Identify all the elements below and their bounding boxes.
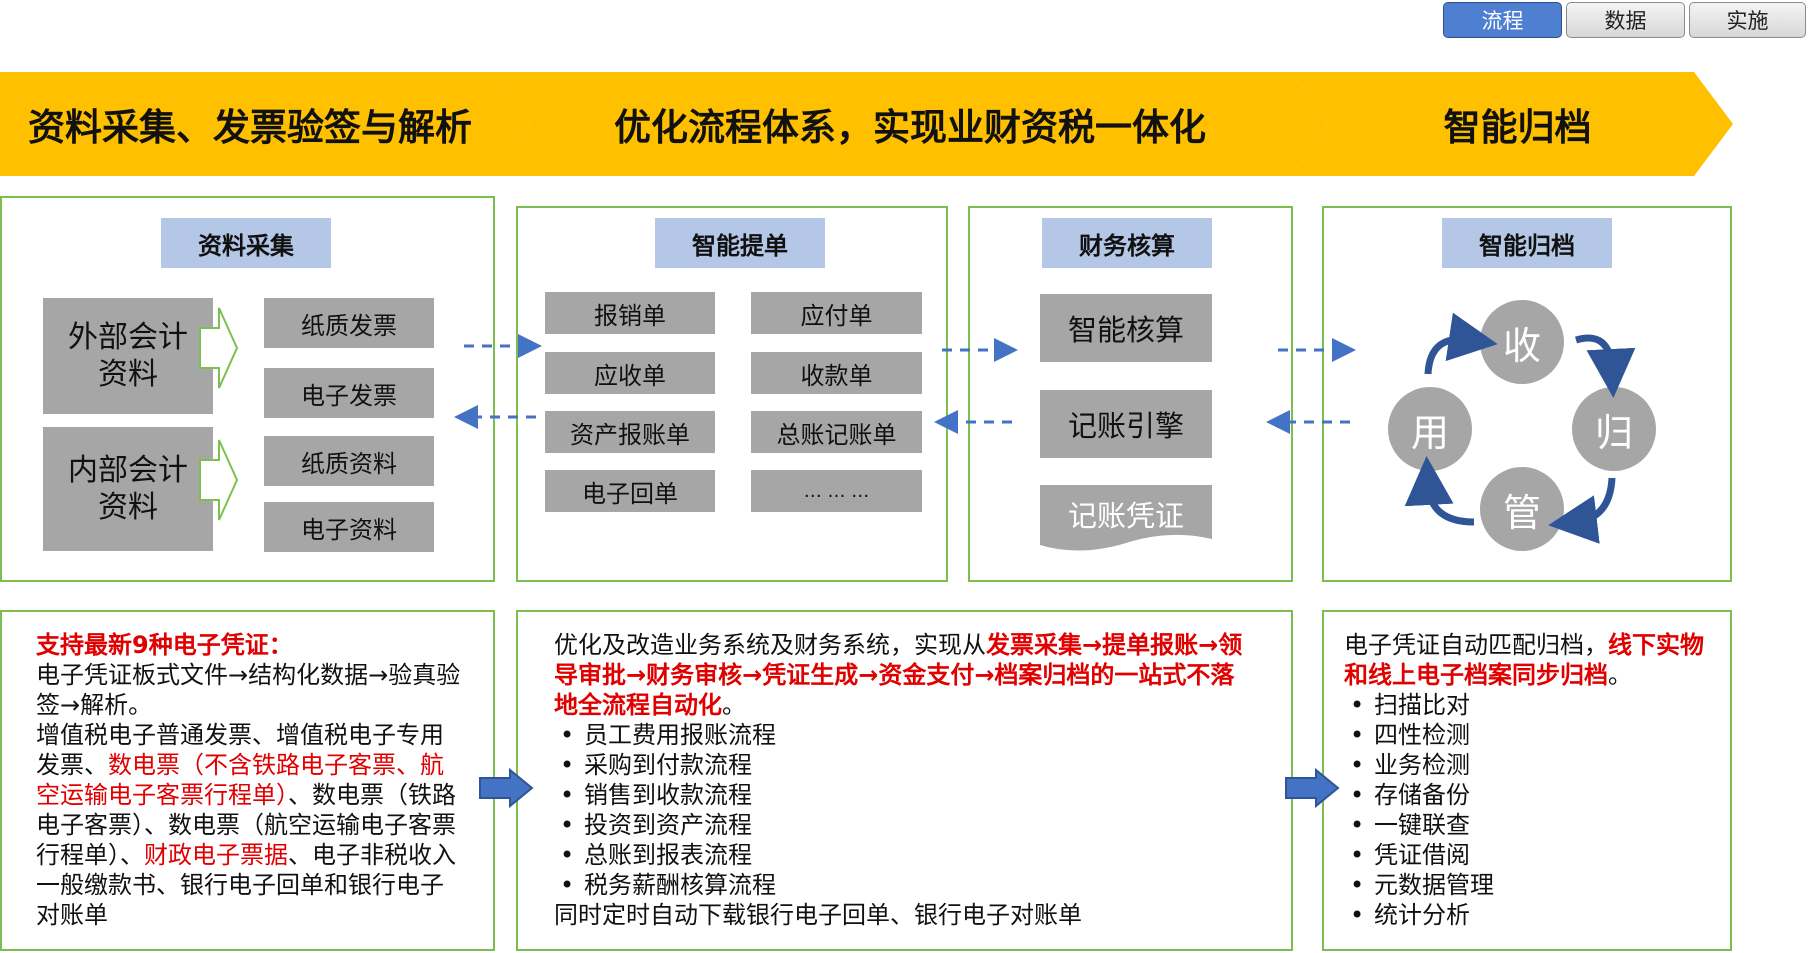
panel-title-data-collection: 资料采集 (161, 218, 331, 268)
item-receivable: 应收单 (545, 352, 715, 394)
curved-arrow-icon (1404, 456, 1475, 526)
desc-process-text: 优化及改造业务系统及财务系统，实现从发票采集→提单报账→领导审批→财务审核→凭证… (554, 630, 1254, 930)
list-item: 销售到收款流程 (554, 780, 1254, 810)
cycle-collect: 收 (1480, 300, 1564, 384)
panel-title-accounting: 财务核算 (1042, 218, 1212, 268)
desc-collection-text: 支持最新9种电子凭证： 电子凭证板式文件→结构化数据→验真验签→解析。 增值税电… (36, 630, 466, 930)
desc-archive-list: 扫描比对 四性检测 业务检测 存储备份 一键联查 凭证借阅 元数据管理 统计分析 (1344, 690, 1716, 930)
source-internal-records: 内部会计资料 (43, 427, 213, 551)
banner-stage-2: 优化流程体系，实现业财资税一体化 (614, 106, 1206, 149)
curved-arrow-icon (1575, 334, 1636, 398)
tab-implementation[interactable]: 实施 (1689, 2, 1806, 38)
item-electronic-document: 电子资料 (264, 502, 434, 552)
desc-collection-types: 增值税电子普通发票、增值税电子专用发票、数电票（不含铁路电子客票、航空运输电子客… (36, 721, 456, 929)
voucher-document-shape (1040, 485, 1212, 551)
list-item: 统计分析 (1344, 900, 1716, 930)
panel-title-smart-archive: 智能归档 (1442, 218, 1612, 268)
desc-collection-heading: 支持最新9种电子凭证： (36, 631, 293, 659)
item-e-receipt: 电子回单 (545, 470, 715, 512)
item-paper-invoice: 纸质发票 (264, 298, 434, 348)
desc-process-intro: 优化及改造业务系统及财务系统，实现从发票采集→提单报账→领导审批→财务审核→凭证… (554, 631, 1243, 719)
list-item: 凭证借阅 (1344, 840, 1716, 870)
list-item: 总账到报表流程 (554, 840, 1254, 870)
list-item: 投资到资产流程 (554, 810, 1254, 840)
item-ellipsis: … … … (751, 470, 922, 512)
curved-arrow-icon (1548, 477, 1616, 544)
banner-stage-3: 智能归档 (1443, 106, 1592, 149)
desc-collection-flow: 电子凭证板式文件→结构化数据→验真验签→解析。 (36, 661, 461, 719)
list-item: 采购到付款流程 (554, 750, 1254, 780)
item-ledger-entry: 总账记账单 (751, 411, 922, 453)
desc-archive-text: 电子凭证自动匹配归档，线下实物和线上电子档案同步归档。 扫描比对 四性检测 业务… (1344, 630, 1716, 930)
tab-process[interactable]: 流程 (1443, 2, 1562, 38)
connector-arrows (454, 334, 1356, 434)
desc-process-list: 员工费用报账流程 采购到付款流程 销售到收款流程 投资到资产流程 总账到报表流程… (554, 720, 1254, 900)
item-payable: 应付单 (751, 292, 922, 334)
cycle-archive: 归 (1572, 387, 1656, 471)
list-item: 四性检测 (1344, 720, 1716, 750)
right-arrow-icon (199, 439, 239, 521)
source-external-records: 外部会计资料 (43, 298, 213, 414)
banner-chevron-3 (1292, 72, 1733, 176)
list-item: 存储备份 (1344, 780, 1716, 810)
panel-title-smart-bill: 智能提单 (655, 218, 825, 268)
cycle-arrows (1404, 312, 1636, 544)
block-arrow-right-icon (479, 768, 534, 808)
list-item: 扫描比对 (1344, 690, 1716, 720)
panel-smart-bill (516, 206, 948, 582)
item-expense-claim: 报销单 (545, 292, 715, 334)
item-smart-accounting: 智能核算 (1040, 294, 1212, 362)
item-asset-claim: 资产报账单 (545, 411, 715, 453)
item-electronic-invoice: 电子发票 (264, 368, 434, 418)
curved-arrow-icon (1424, 312, 1498, 375)
banner-chevron-1 (0, 72, 530, 176)
list-item: 业务检测 (1344, 750, 1716, 780)
item-paper-document: 纸质资料 (264, 436, 434, 486)
right-arrow-icon (199, 307, 239, 389)
list-item: 元数据管理 (1344, 870, 1716, 900)
list-item: 员工费用报账流程 (554, 720, 1254, 750)
desc-panel-collection (0, 610, 495, 951)
item-collection: 收款单 (751, 352, 922, 394)
banner-stage-1: 资料采集、发票验签与解析 (28, 106, 472, 149)
desc-process-footer: 同时定时自动下载银行电子回单、银行电子对账单 (554, 901, 1082, 929)
list-item: 一键联查 (1344, 810, 1716, 840)
tab-data[interactable]: 数据 (1566, 2, 1685, 38)
block-arrow-right-icon (1285, 768, 1340, 808)
desc-archive-intro: 电子凭证自动匹配归档，线下实物和线上电子档案同步归档。 (1344, 631, 1704, 689)
list-item: 税务薪酬核算流程 (554, 870, 1254, 900)
banner-chevron-2 (493, 72, 1329, 176)
item-voucher: 记账凭证 (1067, 499, 1184, 533)
process-banner (0, 72, 1733, 176)
item-posting-engine: 记账引擎 (1040, 390, 1212, 458)
